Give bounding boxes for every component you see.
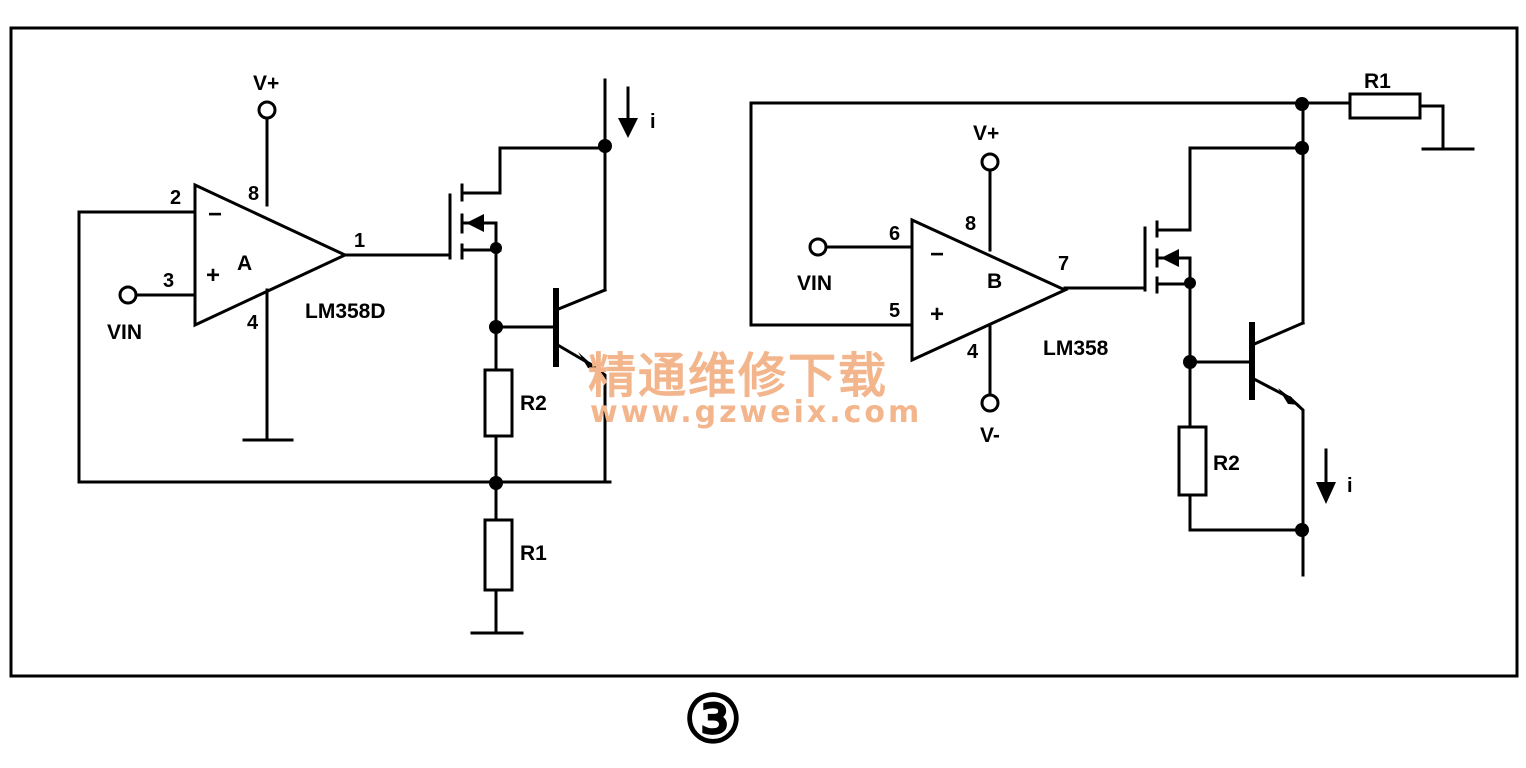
figure-frame: [9, 26, 1519, 678]
watermark-url: www.gzweix.com: [590, 395, 922, 430]
current-arrow-b: [1316, 482, 1336, 504]
resistor-r1-b: [1348, 92, 1422, 120]
opamp-a-minus-sign: −: [208, 201, 222, 228]
mosfet-b: [1143, 146, 1305, 294]
resistor-r1-b-label: R1: [1364, 70, 1391, 93]
bjt-b: [1249, 321, 1305, 577]
pin-1-a: 1: [354, 230, 365, 252]
watermark: 精通维修下载 www.gzweix.com: [588, 348, 922, 430]
vin-label-b: VIN: [797, 272, 832, 295]
opamp-b-plus-sign: +: [930, 301, 944, 328]
vminus-label-b: V-: [980, 424, 1000, 447]
circuit-a: A − + LM358D V+ 8 4 2 VIN 3 1: [77, 72, 656, 635]
pin-7-b: 7: [1058, 253, 1069, 275]
resistor-r1-a: [483, 518, 514, 592]
mosfet-a: [448, 146, 607, 260]
pin-3-a: 3: [163, 270, 174, 292]
opamp-a-part-label: LM358D: [305, 300, 386, 323]
watermark-cn: 精通维修下载: [588, 348, 888, 404]
resistor-r1-a-label: R1: [520, 542, 547, 565]
vplus-label-b: V+: [973, 122, 999, 145]
vin-label-a: VIN: [107, 321, 142, 344]
figure-number: ③: [683, 682, 742, 756]
resistor-r2-b: [1177, 425, 1208, 497]
current-label-b: i: [1347, 475, 1353, 497]
opamp-b-label: B: [987, 270, 1002, 293]
pin-8-b: 8: [965, 213, 976, 235]
opamp-a-plus-sign: +: [206, 262, 220, 289]
pin-2-a: 2: [170, 187, 181, 209]
current-label-a: i: [650, 111, 656, 133]
opamp-b-minus-sign: −: [930, 241, 944, 268]
pin-6-b: 6: [889, 223, 900, 245]
opamp-a-label: A: [237, 252, 252, 275]
bjt-a: [553, 288, 607, 484]
resistor-r2-b-label: R2: [1213, 452, 1240, 475]
vplus-terminal-a: [257, 100, 277, 120]
vminus-terminal-b: [980, 393, 1000, 413]
current-arrow-a: [618, 118, 638, 138]
vin-terminal-b: [808, 237, 828, 257]
resistor-r2-a: [483, 368, 514, 438]
vplus-label-a: V+: [253, 72, 279, 95]
resistor-r2-a-label: R2: [520, 392, 547, 415]
pin-5-b: 5: [889, 300, 900, 322]
opamp-b-symbol: [910, 217, 1069, 363]
opamp-a-symbol: [193, 182, 349, 328]
pin-4-b: 4: [967, 341, 979, 363]
vplus-terminal-b: [980, 152, 1000, 172]
opamp-b-part-label: LM358: [1043, 337, 1109, 360]
vin-terminal-a: [118, 285, 138, 305]
circuit-b: B − + LM358 V+ 8 V- 4 VIN 6 5 7: [749, 70, 1475, 577]
pin-8-a: 8: [248, 183, 259, 205]
pin-4-a: 4: [247, 312, 259, 334]
